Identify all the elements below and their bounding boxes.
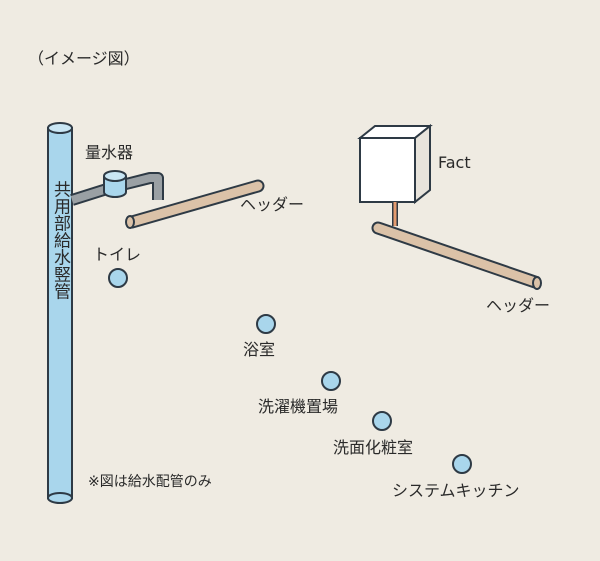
outlet-bath-label: 浴室 bbox=[243, 340, 275, 359]
header-right-label: ヘッダー bbox=[486, 296, 550, 315]
outlet-bath bbox=[256, 314, 276, 334]
water-meter bbox=[103, 170, 127, 198]
outlet-laundry-label: 洗濯機置場 bbox=[258, 397, 338, 416]
outlet-toilet bbox=[108, 268, 128, 288]
meter-label: 量水器 bbox=[85, 143, 133, 162]
outlet-kitchen-label: システムキッチン bbox=[392, 481, 520, 500]
header-left-label: ヘッダー bbox=[240, 195, 304, 214]
water-heater-label: Fact bbox=[438, 153, 471, 172]
outlet-washroom bbox=[372, 411, 392, 431]
caption: （イメージ図） bbox=[28, 49, 140, 68]
outlet-washroom-label: 洗面化粧室 bbox=[333, 438, 413, 457]
header-right bbox=[371, 221, 542, 290]
water-heater bbox=[357, 123, 433, 226]
header-left bbox=[125, 179, 265, 229]
cold-pipe-outline-wash bbox=[198, 215, 382, 415]
main-riser-label: 共用部給水竪管 bbox=[50, 180, 71, 299]
main-riser-pipe bbox=[47, 122, 73, 504]
cold-pipe-outline-bath bbox=[172, 222, 265, 318]
note: ※図は給水配管のみ bbox=[88, 474, 212, 490]
outlet-kitchen bbox=[452, 454, 472, 474]
outlet-toilet-label: トイレ bbox=[93, 245, 141, 264]
meter-supply-pipe bbox=[70, 172, 164, 206]
outlet-laundry bbox=[321, 371, 341, 391]
